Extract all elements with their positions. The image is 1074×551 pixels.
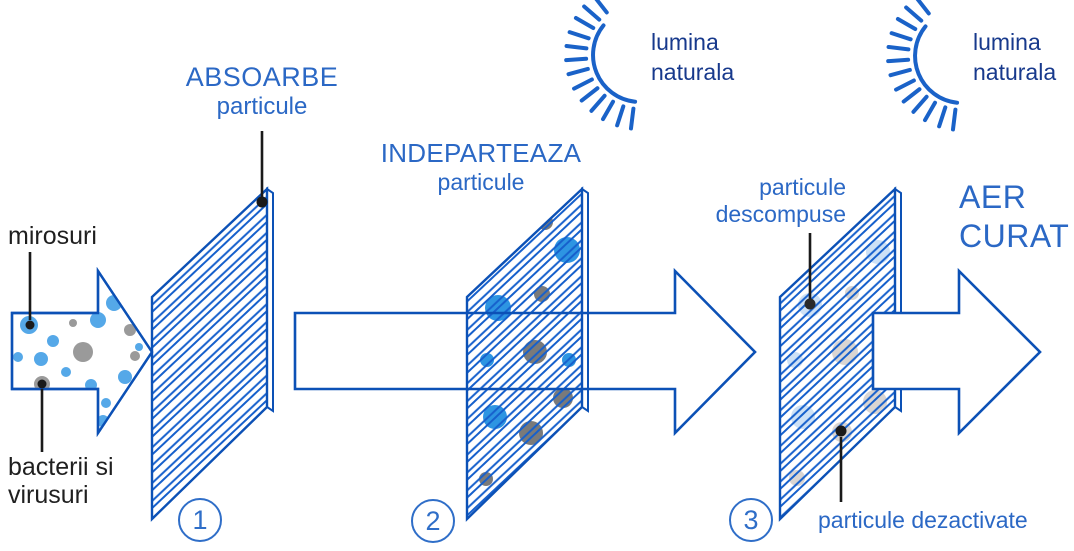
stage2-title-line1: INDEPARTEAZA <box>380 138 582 168</box>
clean-air-label-line2: CURAT <box>959 218 1070 254</box>
step-1-badge: 1 <box>178 498 222 542</box>
filter-outline <box>465 186 584 522</box>
step-2-badge: 2 <box>411 499 455 543</box>
odors-callout-dot <box>25 320 35 330</box>
absorb-callout-dot <box>256 196 268 208</box>
natural-light-label-2-line1: lumina <box>973 29 1041 55</box>
bacteria-virus-label: bacterii si virusuri <box>8 453 114 509</box>
particle <box>135 343 143 351</box>
filter-outline <box>150 186 269 522</box>
sun-icon <box>886 0 960 132</box>
particle <box>47 335 59 347</box>
bacteria-callout-dot <box>37 379 47 389</box>
callouts <box>25 131 847 502</box>
particle <box>61 367 71 377</box>
input-arrow <box>10 267 154 437</box>
particle <box>101 398 111 408</box>
sun-icon <box>564 0 638 131</box>
particle <box>118 370 132 384</box>
arrow-outline <box>10 267 154 437</box>
stage2-title-line2: particule <box>437 169 525 195</box>
particle <box>34 352 48 366</box>
filter1-caption: ABSOARBE particule <box>162 62 362 121</box>
filter-hatch <box>467 189 582 519</box>
step-3-badge: 3 <box>729 498 773 542</box>
decomposed-particles-label: particule descompuse <box>650 174 846 228</box>
natural-light-label-1-line1: lumina <box>651 29 719 55</box>
natural-light-label-2: lumina naturala <box>973 27 1056 87</box>
clean-air-label: AER CURAT <box>959 178 1069 256</box>
natural-light-label-2-line2: naturala <box>973 59 1057 85</box>
particle <box>13 352 23 362</box>
filter-hatch <box>152 189 267 519</box>
decomposed-particles-label-line2: descompuse <box>715 201 846 227</box>
filter-outline <box>778 186 897 522</box>
clean-air-arrow <box>871 267 1042 437</box>
bacteria-virus-label-line2: virusuri <box>8 481 89 509</box>
filter-panel-1 <box>150 186 274 522</box>
particle <box>90 312 106 328</box>
natural-light-label-1-line2: naturala <box>651 59 735 85</box>
filter1-caption-subtitle: particule <box>216 93 308 120</box>
decomposed-callout-dot <box>804 298 816 310</box>
decomposed-particles-label-line1: particule <box>759 174 846 200</box>
natural-light-label-1: lumina naturala <box>651 27 734 87</box>
odors-label: mirosuri <box>8 222 97 250</box>
deactivated-callout-dot <box>835 425 847 437</box>
particle <box>130 351 140 361</box>
filter1-caption-title: ABSOARBE <box>185 62 339 92</box>
particle <box>124 324 136 336</box>
bacteria-virus-label-line1: bacterii si <box>8 453 114 481</box>
stage2-title: INDEPARTEAZA particule <box>352 138 610 196</box>
deactivated-particles-label: particule dezactivate <box>818 507 1028 533</box>
particle <box>119 404 137 422</box>
clean-air-label-line1: AER <box>959 179 1027 215</box>
filter-panel-2 <box>465 186 589 522</box>
particle <box>73 342 93 362</box>
transfer-arrow <box>293 267 757 437</box>
particle <box>69 319 77 327</box>
